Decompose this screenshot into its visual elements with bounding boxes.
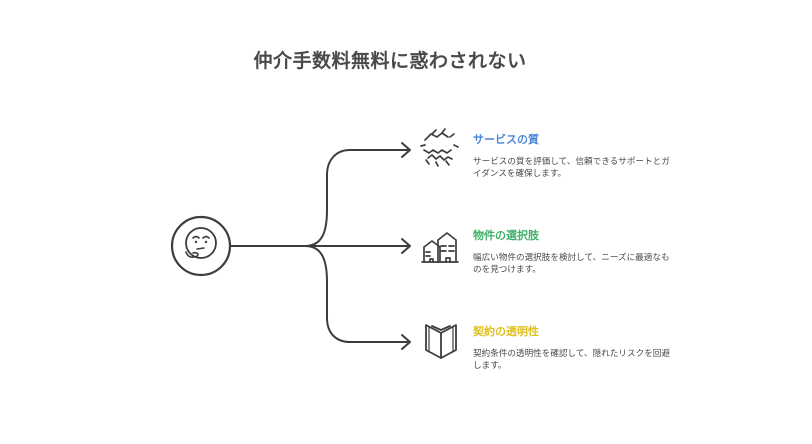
arrow-heads <box>401 142 411 350</box>
option-property-choices: 物件の選択肢 幅広い物件の選択肢を検討して、ニーズに最適なものを見つけます。 <box>473 227 673 276</box>
option-title: 契約の透明性 <box>473 325 539 338</box>
thinking-face-icon <box>170 215 232 277</box>
book-icon <box>425 324 457 359</box>
handshake-icon <box>420 128 459 167</box>
option-description: 幅広い物件の選択肢を検討して、ニーズに最適なものを見つけます。 <box>473 253 670 275</box>
page-title: 仲介手数料無料に惑わされない <box>253 50 527 72</box>
option-title: サービスの質 <box>473 133 539 146</box>
option-title: 物件の選択肢 <box>473 229 539 242</box>
option-contract-transparency: 契約の透明性 契約条件の透明性を確認して、隠れたリスクを回避します。 <box>473 323 673 372</box>
option-service-quality: サービスの質 サービスの質を評価して、信頼できるサポートとガイダンスを確保します… <box>473 131 673 180</box>
connector-lines <box>229 149 410 343</box>
buildings-icon <box>421 232 459 263</box>
option-description: サービスの質を評価して、信頼できるサポートとガイダンスを確保します。 <box>473 157 670 179</box>
option-description: 契約条件の透明性を確認して、隠れたリスクを回避します。 <box>473 349 670 371</box>
